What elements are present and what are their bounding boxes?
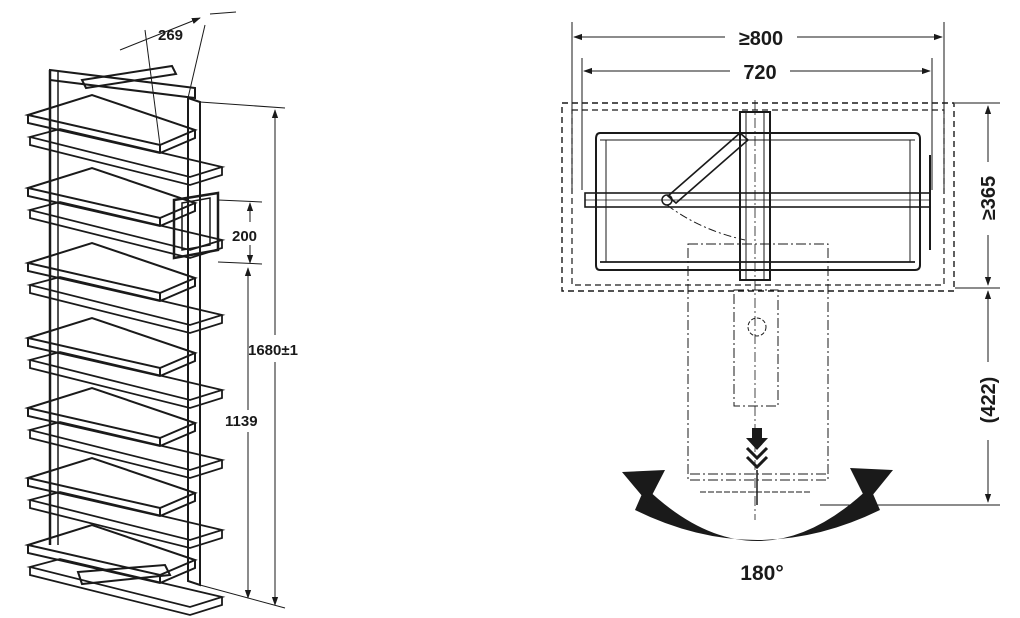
rack-top-bracket	[49, 64, 196, 100]
dim-swing-clearance-label: (422)	[978, 377, 1000, 424]
dimension-lower-height: 1139	[225, 267, 258, 599]
pull-direction-arrow	[745, 428, 769, 505]
dim-min-width-label: ≥800	[739, 28, 783, 50]
rack-front-post	[187, 96, 201, 587]
dimension-min-depth: ≥365	[955, 102, 1000, 289]
rack-shelves	[24, 93, 226, 616]
dimension-min-width: ≥800	[571, 22, 945, 190]
rack-shelf	[24, 93, 226, 186]
dimension-depth: 269	[119, 11, 237, 146]
dim-total-height-label: 1680±1	[248, 342, 298, 359]
rotation-angle-label: 180°	[740, 562, 783, 585]
dim-depth-label: 269	[158, 27, 183, 44]
rack-shelf	[24, 241, 226, 334]
rack-shelf	[24, 316, 226, 409]
dimension-swing-clearance: (422)	[820, 290, 1000, 506]
rack-back-post	[48, 70, 59, 545]
dimension-width: 720	[581, 58, 933, 190]
dim-lower-height-label: 1139	[225, 413, 258, 430]
rack-shelf	[24, 386, 226, 479]
rack-shelf	[24, 456, 226, 549]
dim-shelf-spacing-label: 200	[232, 228, 257, 245]
rack-top-plan-view: ≥800 720	[561, 22, 1000, 585]
dimension-total-height: 1680±1	[199, 101, 298, 609]
rack-handle-frame	[172, 191, 220, 260]
rack-body-plan	[584, 100, 931, 520]
dim-width-label: 720	[743, 62, 776, 84]
dim-min-depth-label: ≥365	[978, 176, 1000, 220]
dimension-shelf-spacing: 200	[217, 199, 263, 265]
rack-shelf	[24, 166, 226, 259]
rack-shelf	[24, 523, 226, 616]
cabinet-outline	[561, 102, 955, 292]
rotation-arrow: 180°	[622, 468, 893, 585]
rack-perspective-view: 269 200 1680±1 1139	[24, 11, 298, 616]
rack-swung-out-outline	[687, 243, 829, 493]
